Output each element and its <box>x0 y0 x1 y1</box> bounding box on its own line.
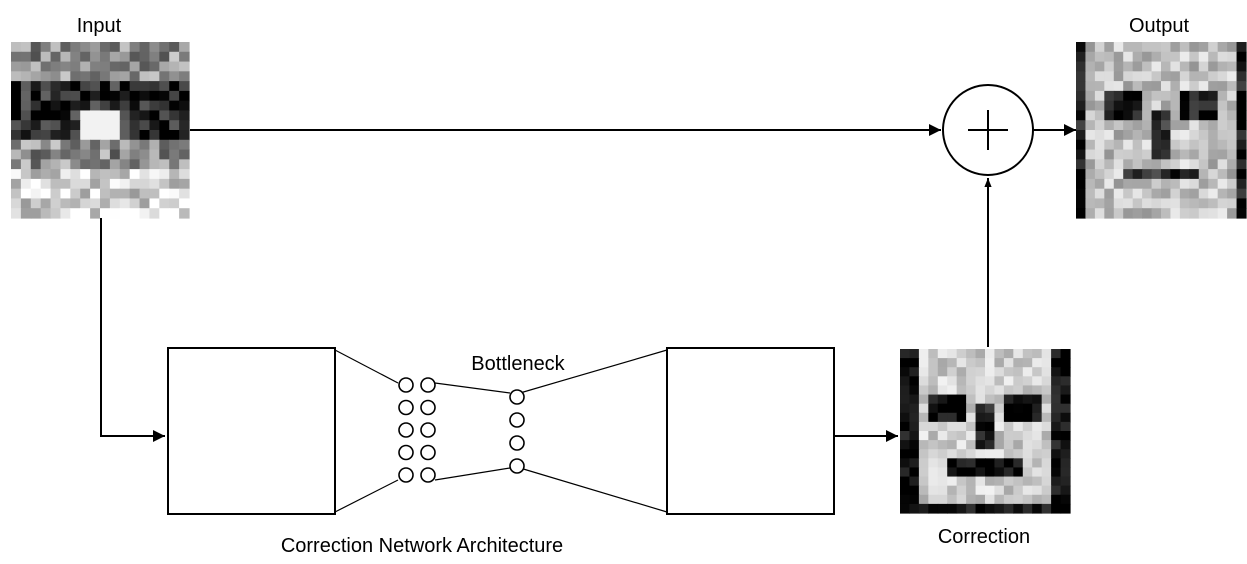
input-to-network-arrow <box>101 218 165 436</box>
hidden-neuron <box>421 446 435 460</box>
neuron-layers <box>399 378 524 482</box>
encoder-top-funnel <box>335 350 398 383</box>
hidden-neuron <box>421 468 435 482</box>
architecture-label: Correction Network Architecture <box>281 535 563 557</box>
bottleneck-neuron <box>510 436 524 450</box>
bottleneck-label: Bottleneck <box>471 353 565 375</box>
hidden-neuron <box>399 401 413 415</box>
input-face-image <box>11 42 190 219</box>
output-face-image <box>1076 42 1247 219</box>
bottleneck-neuron <box>510 413 524 427</box>
output-label: Output <box>1129 15 1189 37</box>
bottleneck-neuron <box>510 390 524 404</box>
hidden-neuron <box>399 446 413 460</box>
decoder-box <box>667 348 834 514</box>
correction-face-image <box>900 349 1071 514</box>
encoder-bottom-funnel <box>335 480 398 512</box>
input-label: Input <box>77 15 122 37</box>
hidden-neuron <box>421 378 435 392</box>
decoder-bottom-funnel <box>520 468 667 512</box>
hidden-to-bottleneck-bottom <box>435 468 510 480</box>
hidden-neuron <box>399 378 413 392</box>
hidden-neuron <box>399 423 413 437</box>
hidden-neuron <box>421 401 435 415</box>
bottleneck-neuron <box>510 459 524 473</box>
hidden-to-bottleneck-top <box>435 383 510 393</box>
hidden-neuron <box>421 423 435 437</box>
encoder-box <box>168 348 335 514</box>
correction-label: Correction <box>938 526 1030 548</box>
hidden-neuron <box>399 468 413 482</box>
